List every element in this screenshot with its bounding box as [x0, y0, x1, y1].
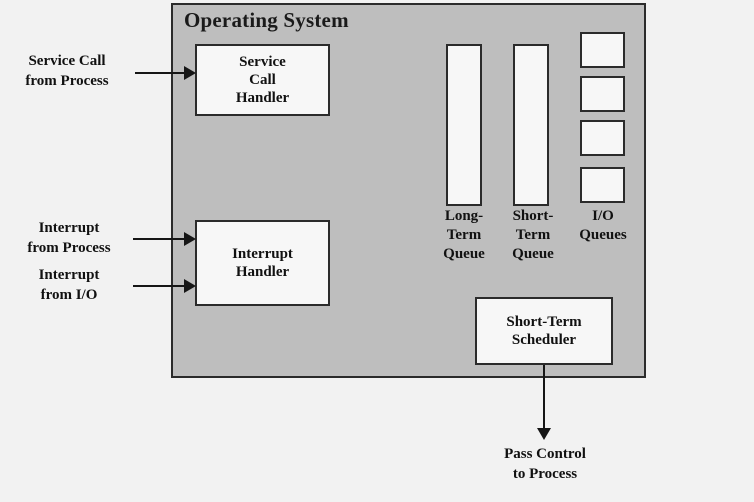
io-queue-box-4[interactable]	[580, 167, 625, 203]
pass-control-label: Pass Control to Process	[504, 446, 586, 482]
io-queue-box-1[interactable]	[580, 32, 625, 68]
io-queues-label: I/O Queues	[579, 208, 627, 244]
interrupt-from-io-label: Interrupt from I/O	[38, 267, 100, 303]
long-term-queue-box[interactable]	[446, 44, 482, 206]
page-title: Operating System	[184, 8, 349, 32]
interrupt-io-arrow-line	[133, 285, 185, 287]
io-queue-box-3[interactable]	[580, 120, 625, 156]
interrupt-io-arrow-icon	[184, 279, 196, 293]
short-term-queue-label: Short- Term Queue	[512, 208, 554, 263]
pass-control-arrow-icon	[537, 428, 551, 440]
interrupt-process-arrow-icon	[184, 232, 196, 246]
service-call-arrow-icon	[184, 66, 196, 80]
long-term-queue-label: Long- Term Queue	[443, 208, 485, 263]
service-call-handler-box[interactable]: Service Call Handler	[195, 44, 330, 116]
service-call-input-label: Service Call from Process	[25, 53, 109, 89]
short-term-queue-box[interactable]	[513, 44, 549, 206]
io-queue-box-2[interactable]	[580, 76, 625, 112]
pass-control-arrow-line	[543, 365, 545, 431]
short-term-scheduler-box[interactable]: Short-Term Scheduler	[475, 297, 613, 365]
interrupt-process-arrow-line	[133, 238, 185, 240]
interrupt-from-process-label: Interrupt from Process	[27, 220, 111, 256]
interrupt-handler-box[interactable]: Interrupt Handler	[195, 220, 330, 306]
service-call-arrow-line	[135, 72, 185, 74]
